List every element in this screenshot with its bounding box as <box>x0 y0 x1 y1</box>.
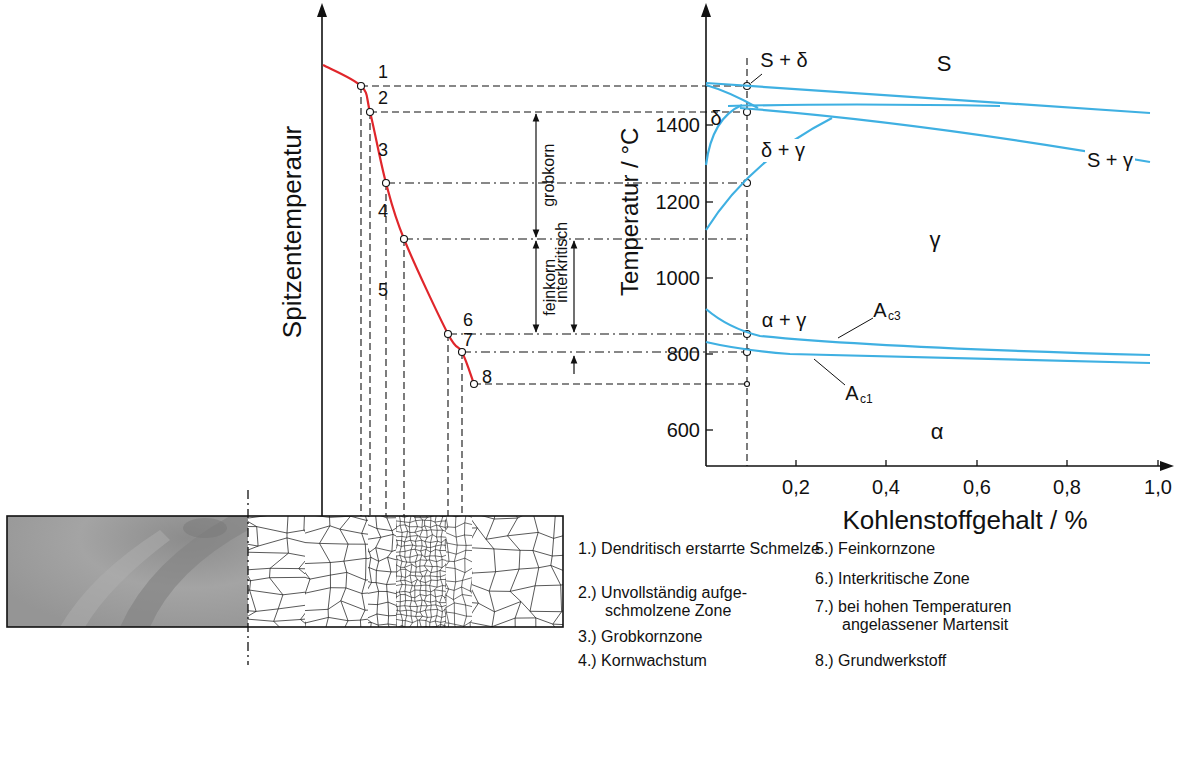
point-marker <box>367 109 374 116</box>
legend-entry: 5.) Feinkornzone <box>815 540 1092 558</box>
phase-label: S + γ <box>1085 149 1135 172</box>
zone-label: interkritisch <box>553 222 571 303</box>
point-marker <box>471 381 478 388</box>
grain-mesh <box>305 516 368 627</box>
tick-label: 0,6 <box>963 476 991 499</box>
tick-label: 1400 <box>656 114 701 137</box>
callout-number: 6 <box>463 310 473 331</box>
tick-label: 800 <box>667 343 700 366</box>
axis-arrow <box>317 3 327 17</box>
phase-label: γ <box>928 227 943 252</box>
axis-title: Kohlenstoffgehalt / % <box>842 506 1087 536</box>
callout-number: 8 <box>482 367 492 388</box>
legend-entry: 3.) Grobkornzone <box>578 628 821 646</box>
tick-label: 1000 <box>656 267 701 290</box>
center-line <box>247 490 248 665</box>
phase-boundaries <box>706 83 1150 363</box>
line-label: A <box>845 382 858 405</box>
legend-entry: 7.) bei hohen Temperaturen angelassener … <box>815 598 1092 634</box>
legend-entry: 1.) Dendritisch erstarrte Schmelze <box>578 540 821 558</box>
line-label: A <box>873 299 886 322</box>
axis-arrow <box>701 3 711 17</box>
line-label-subscript: c1 <box>860 393 873 407</box>
grain-mesh <box>472 516 563 627</box>
point-marker <box>383 180 390 187</box>
callout-number: 3 <box>378 140 388 161</box>
phase-label: α + γ <box>760 309 808 332</box>
axis-title: Spitzentemperatur <box>278 126 308 338</box>
tick-label: 600 <box>667 419 700 442</box>
legend-entry: 4.) Kornwachstum <box>578 652 821 670</box>
callout-number: 4 <box>378 201 388 222</box>
grain-structure <box>208 492 602 666</box>
point-marker <box>358 83 365 90</box>
grain-mesh <box>446 516 472 627</box>
curve-points <box>358 83 751 388</box>
axis-title: Temperatur / °C <box>616 128 644 296</box>
phase-label: α <box>929 419 946 444</box>
tick-label: 0,8 <box>1053 476 1081 499</box>
phase-label: S <box>935 51 954 76</box>
phase-label: δ <box>710 107 721 130</box>
legend-entry: 2.) Unvollständig aufge- schmolzene Zone <box>578 584 821 620</box>
point-marker <box>401 236 408 243</box>
callout-number: 2 <box>378 88 388 109</box>
zone-brackets <box>536 114 574 374</box>
phase-label: S + δ <box>758 49 809 72</box>
axis-arrow <box>1160 461 1174 471</box>
tick-label: 1200 <box>656 191 701 214</box>
peak-temperature-curve <box>323 65 474 384</box>
grain-mesh <box>368 516 396 627</box>
axis-ticks <box>706 125 1158 466</box>
point-marker <box>745 382 750 387</box>
projection-lines <box>361 58 747 516</box>
line-label-subscript: c3 <box>888 310 901 324</box>
tick-label: 0,4 <box>872 476 900 499</box>
micrograph-frame <box>7 516 563 627</box>
callout-number: 1 <box>378 62 388 83</box>
leader-lines <box>751 74 873 385</box>
point-marker <box>445 331 452 338</box>
tick-label: 0,2 <box>782 476 810 499</box>
axis <box>321 14 323 516</box>
axis <box>705 14 707 466</box>
axis <box>706 465 1162 467</box>
grain-mesh <box>248 516 305 627</box>
grain-mesh <box>396 516 446 627</box>
tick-label: 1,0 <box>1144 476 1172 499</box>
legend-entry: 6.) Interkritische Zone <box>815 570 1092 588</box>
phase-label: δ + γ <box>759 139 807 162</box>
micrograph-photo <box>7 516 248 627</box>
callout-number: 7 <box>463 330 473 351</box>
legend-entry: 8.) Grundwerkstoff <box>815 652 1092 670</box>
callout-number: 5 <box>378 280 388 301</box>
zone-label: grobkorn <box>541 143 559 206</box>
